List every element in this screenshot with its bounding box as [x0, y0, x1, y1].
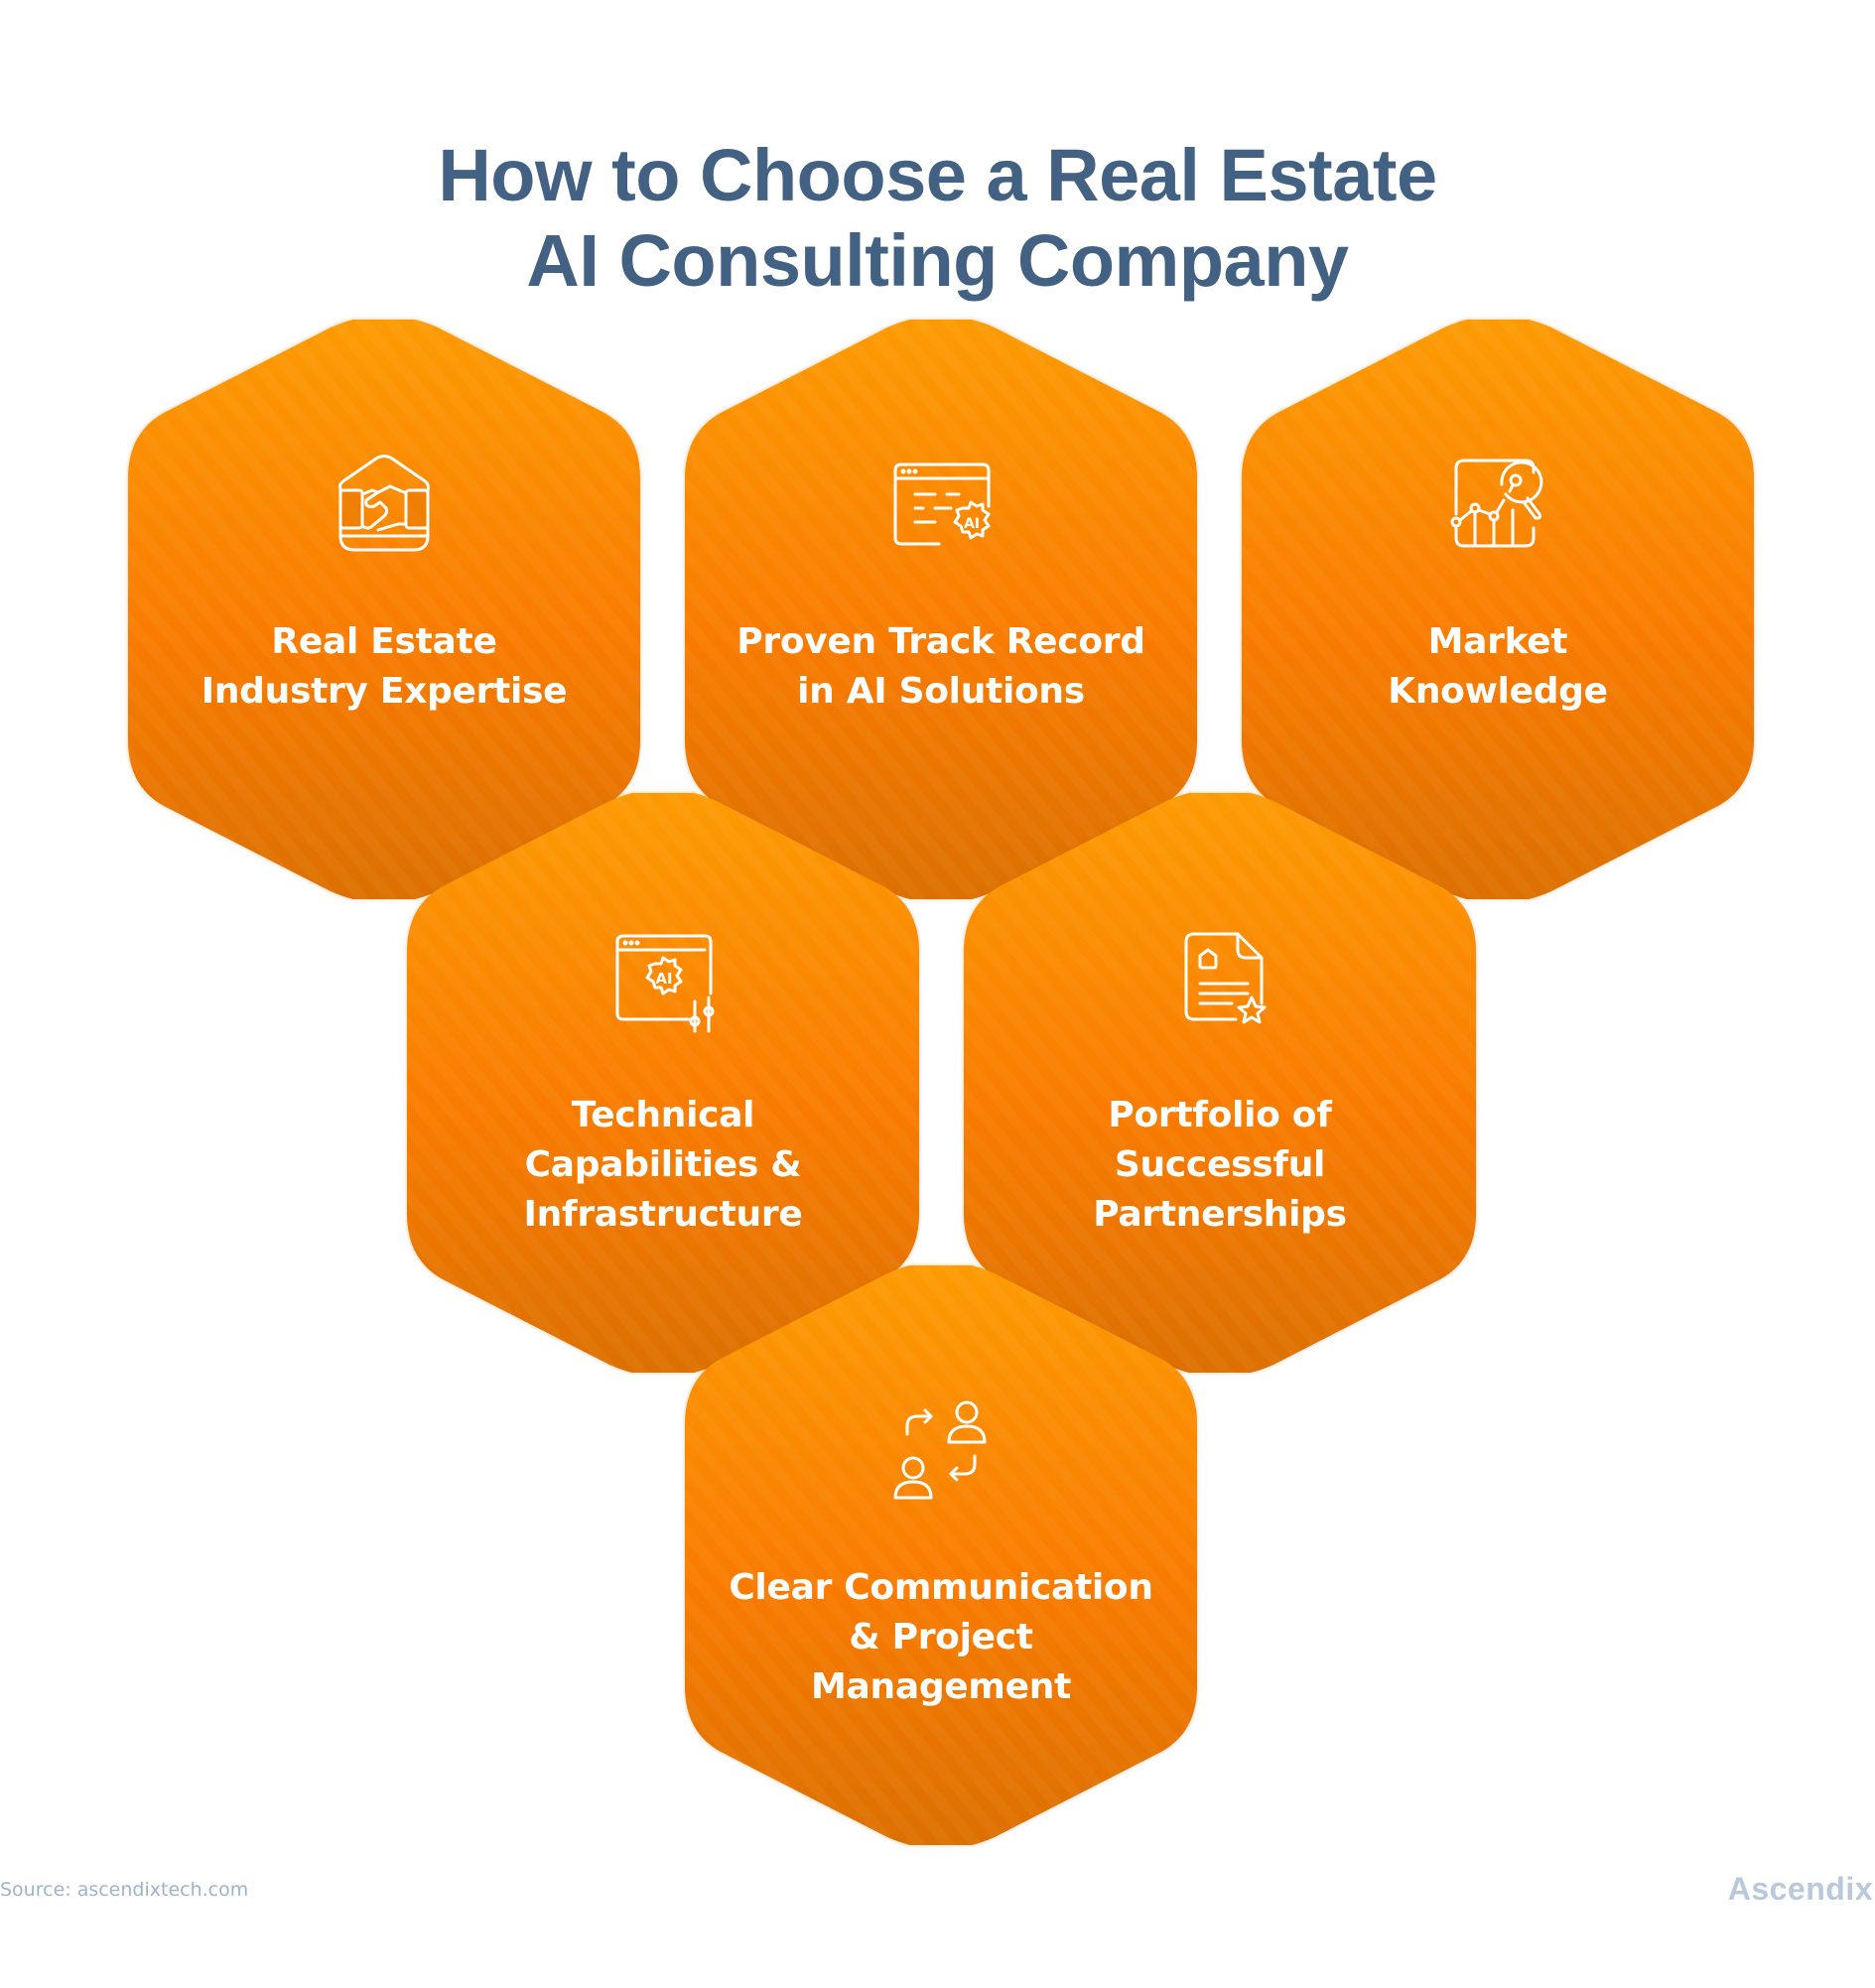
browser-ai-gear-icon: AI	[893, 463, 991, 546]
document-house-star-icon	[1184, 932, 1267, 1024]
hex-label: Portfolio of Successful Partnerships	[1093, 1095, 1347, 1235]
hex-label: Clear Communication & Project Management	[729, 1567, 1153, 1707]
title-line-2: AI Consulting Company	[526, 218, 1349, 302]
hex-real-estate-industry-expertise: Real Estate Industry Expertise	[126, 320, 642, 899]
hex-label: Market Knowledge	[1388, 621, 1608, 712]
house-handshake-icon	[338, 455, 430, 552]
hex-portfolio-partnerships: Portfolio of Successful Partnerships	[962, 793, 1478, 1373]
hex-market-knowledge: Market Knowledge	[1240, 320, 1756, 899]
chart-magnifier-icon	[1450, 459, 1543, 548]
hex-technical-capabilities: AI Technical Capabilities & Infrastructu…	[405, 793, 921, 1373]
hex-proven-track-record: AI Proven Track Record in AI Solutions	[683, 320, 1199, 899]
svg-text:AI: AI	[964, 516, 980, 532]
hexagon-shape	[685, 1265, 1197, 1845]
brand-logo: Ascendix	[1727, 1871, 1873, 1907]
people-exchange-icon	[893, 1400, 987, 1500]
hex-clear-communication: Clear Communication & Project Management	[683, 1265, 1199, 1845]
page-title: How to Choose a Real Estate AI Consultin…	[0, 133, 1875, 304]
source-credit: Source: ascendixtech.com	[0, 1879, 249, 1901]
hex-label: Proven Track Record in AI Solutions	[737, 621, 1145, 712]
title-line-1: How to Choose a Real Estate	[438, 133, 1437, 216]
browser-ai-sliders-icon: AI	[615, 934, 715, 1033]
svg-text:AI: AI	[655, 970, 672, 988]
hex-label: Real Estate Industry Expertise	[201, 621, 568, 712]
hex-label: Technical Capabilities & Infrastructure	[523, 1095, 803, 1235]
